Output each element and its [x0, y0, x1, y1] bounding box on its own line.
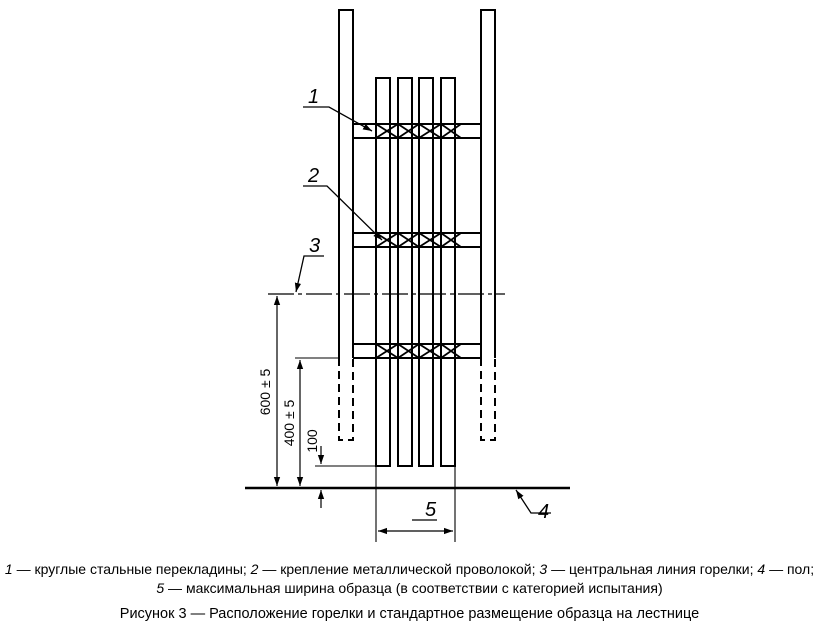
- legend-text-2: — крепление металлической проволокой;: [258, 561, 540, 577]
- leader-4: [515, 489, 551, 514]
- legend-num-5: 5: [156, 580, 165, 596]
- specimen-strip: [440, 77, 456, 467]
- dimension-400-label: 400 ± 5: [281, 399, 297, 446]
- legend-num-4: 4: [757, 561, 766, 577]
- callout-1: 1: [308, 86, 319, 108]
- callout-2: 2: [307, 165, 319, 187]
- ladder-rail-left: [338, 9, 354, 358]
- figure-title: Рисунок 3 — Расположение горелки и станд…: [119, 606, 700, 622]
- ladder-rail-right: [480, 9, 496, 358]
- specimen-strip: [397, 77, 413, 467]
- specimen-strip: [375, 77, 391, 467]
- legend-num-3: 3: [539, 561, 548, 577]
- legend-text-4: — пол;: [765, 561, 815, 577]
- leader-1: [303, 106, 373, 132]
- legend-num-1: 1: [4, 561, 13, 577]
- legend-num-2: 2: [250, 561, 259, 577]
- specimen-strip: [418, 77, 434, 467]
- legend-text-5: — максимальная ширина образца (в соответ…: [164, 580, 663, 596]
- ladder-rail-right-lower: [480, 358, 496, 441]
- dimension-100-label: 100: [304, 429, 320, 453]
- legend-line-2: 5 — максимальная ширина образца (в соотв…: [0, 579, 819, 597]
- legend-text-1: — круглые стальные перекладины;: [12, 561, 251, 577]
- ladder-burner-diagram: 1 2 3 4 5 600 ± 5 400 ± 5 100: [245, 9, 570, 542]
- leader-2: [303, 185, 383, 241]
- wire-ties: [375, 123, 462, 359]
- callout-3: 3: [309, 235, 320, 257]
- legend-text-3: — центральная линия горелки;: [547, 561, 758, 577]
- legend-line-1: 1 — круглые стальные перекладины; 2 — кр…: [0, 560, 819, 578]
- dimension-600-label: 600 ± 5: [257, 368, 273, 415]
- ladder-rail-left-lower: [338, 358, 354, 441]
- callout-4: 4: [538, 501, 549, 523]
- callout-5: 5: [425, 499, 437, 521]
- leader-3: [294, 255, 324, 293]
